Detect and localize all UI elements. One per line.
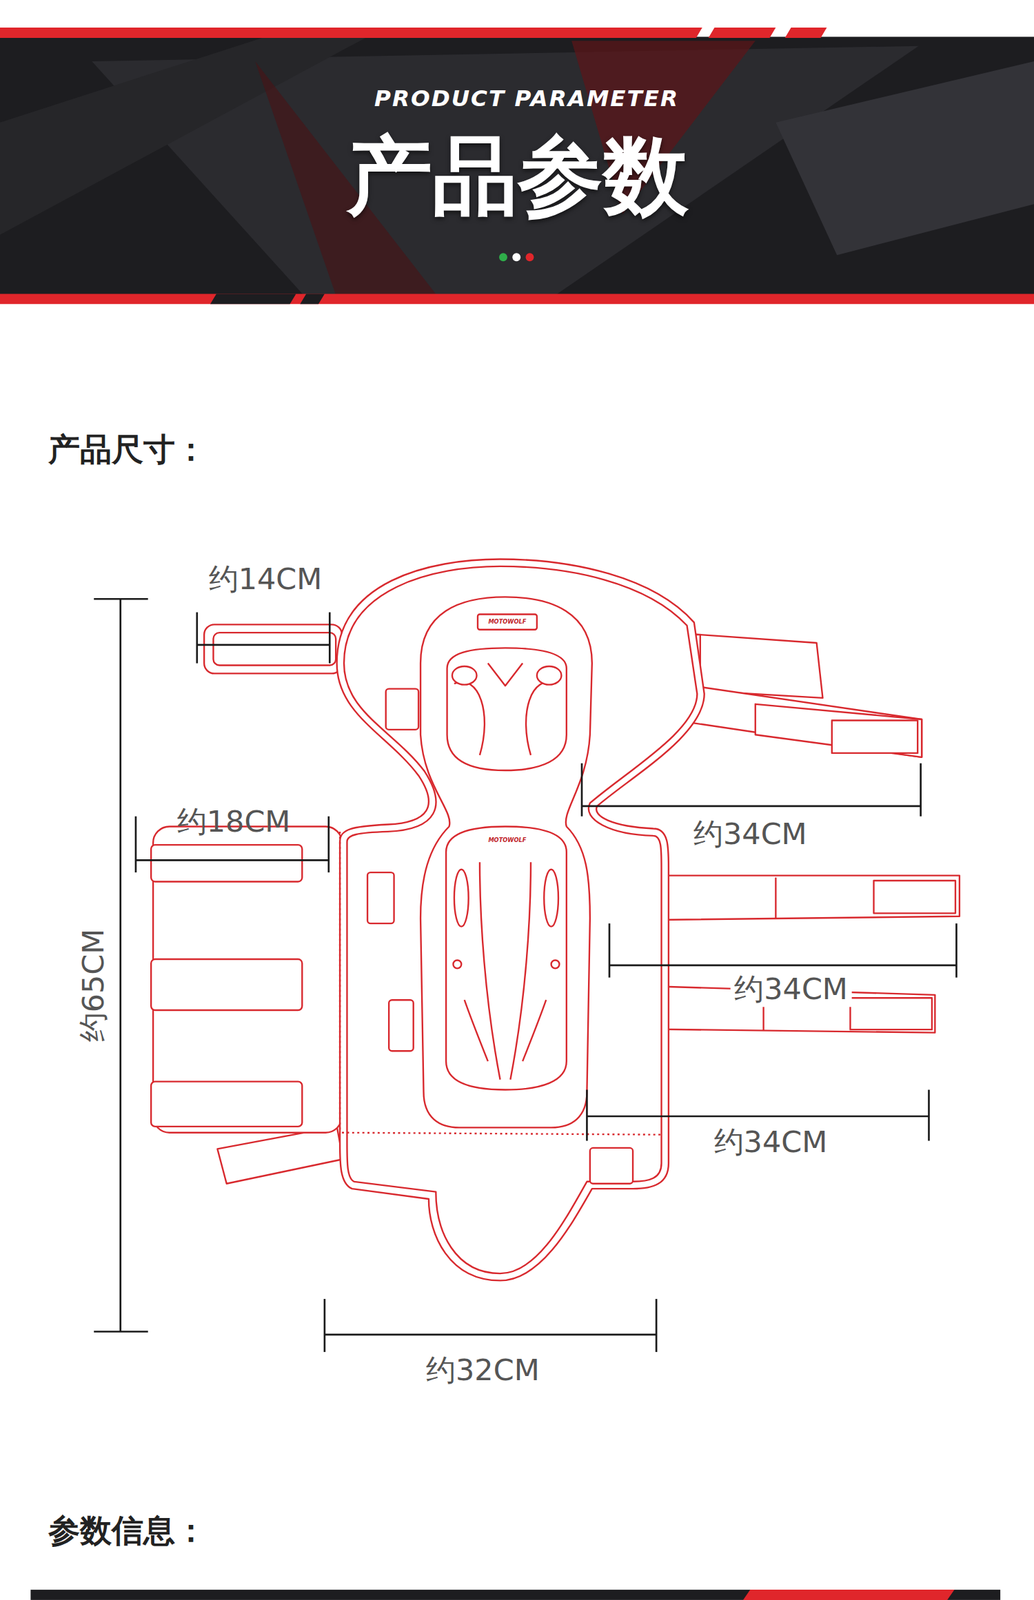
strap-end (755, 704, 922, 758)
red-stripe (0, 294, 1034, 305)
shin-detail (454, 869, 469, 928)
dimension-tick (585, 1090, 589, 1142)
dimension-line (586, 1116, 929, 1119)
dimension-tick (608, 923, 611, 978)
dimension-line (324, 1334, 657, 1337)
knee-detail (536, 666, 562, 686)
dot (499, 252, 508, 262)
dimension-tick (927, 1090, 930, 1142)
strap-tab (874, 880, 956, 914)
wrap-tab (150, 845, 302, 882)
dimension-label: 约65CM (77, 929, 111, 1043)
plate-outline (420, 596, 593, 1128)
d-ring (386, 689, 419, 731)
strap-tab (832, 721, 918, 754)
shin-detail (479, 862, 531, 1080)
shin-plate (445, 826, 567, 1090)
red-stripe (0, 27, 703, 38)
dot (525, 252, 535, 262)
banner-subtitle: PRODUCT PARAMETER (374, 86, 679, 112)
strap-inner (213, 632, 336, 666)
section-heading: 参数信息： (48, 1513, 207, 1550)
shin-detail (551, 960, 560, 969)
dimension-line (609, 965, 957, 968)
d-ring (388, 1000, 414, 1052)
seam (341, 1133, 662, 1136)
dimension-label: 约34CM (714, 1126, 828, 1161)
dimension-label: 约34CM (693, 818, 808, 853)
shin-detail (543, 869, 559, 928)
dimension-tick (323, 1299, 327, 1353)
dimension-tick (327, 816, 330, 873)
guard-body-inner (343, 566, 697, 1274)
knee-detail (452, 666, 478, 686)
strap-tab (849, 998, 932, 1030)
shin-detail (452, 960, 462, 969)
dimension-line (135, 859, 329, 862)
strap (204, 624, 342, 674)
dimension-tick (581, 763, 584, 817)
red-stripe (708, 27, 777, 38)
dimension-line (581, 805, 921, 808)
dot (512, 252, 521, 262)
dimension-line (119, 599, 122, 1332)
logo-box (477, 614, 537, 631)
strap (217, 1127, 343, 1185)
dimension-tick (328, 612, 331, 664)
brand-logo: MOTOWOLF (488, 619, 526, 626)
knee-cap (447, 647, 567, 771)
wrap-tab (150, 1082, 302, 1128)
dimension-label: 约34CM (730, 973, 853, 1008)
dimension-tick (195, 612, 198, 664)
guard-body (337, 559, 705, 1282)
red-stripe (785, 27, 828, 38)
stripe-gap (210, 294, 296, 305)
section-heading: 产品尺寸： (48, 430, 207, 468)
strap-seam (774, 878, 777, 919)
stripe-gap (299, 294, 325, 305)
dimension-tick (955, 923, 958, 978)
dimension-tick (919, 763, 922, 817)
brand-logo: MOTOWOLF (488, 837, 526, 845)
d-ring (590, 1148, 633, 1185)
d-ring (367, 872, 394, 924)
dimension-line (197, 644, 330, 647)
banner-title: 产品参数 (346, 127, 689, 227)
dimension-label: 约32CM (426, 1353, 540, 1388)
dimension-tick (135, 816, 138, 873)
seam (339, 832, 341, 1132)
banner-shape (775, 61, 1034, 256)
wrap-tab (150, 959, 302, 1011)
banner-ground (0, 36, 1034, 298)
red-stripe (743, 1590, 955, 1600)
dimension-label: 约18CM (177, 805, 291, 840)
dimension-tick (655, 1299, 658, 1353)
dimension-label: 约14CM (208, 562, 323, 597)
shin-detail (464, 1000, 546, 1062)
table-header-bar (30, 1590, 1001, 1600)
